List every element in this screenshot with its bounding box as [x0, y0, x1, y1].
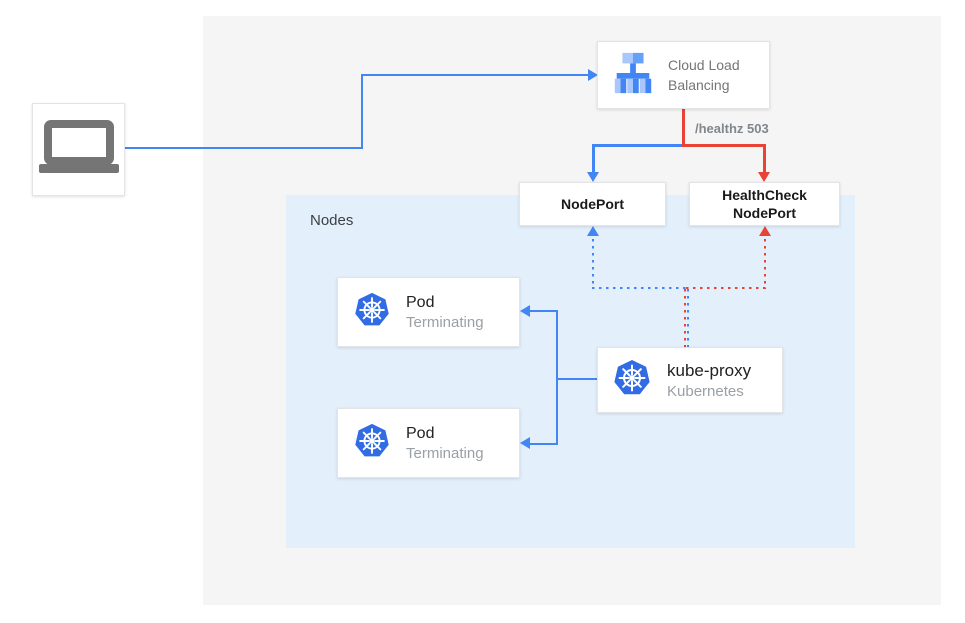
pod-status: Terminating [406, 444, 484, 462]
kubeproxy-to-pod2-arrowhead [520, 437, 530, 449]
clb-label-line1: Cloud Load [668, 57, 740, 73]
clb-to-healthcheck-arrowhead [758, 172, 770, 182]
kubeproxy-to-pod1-arrowhead [520, 305, 530, 317]
kube-proxy-node: kube-proxy Kubernetes [597, 347, 783, 413]
load-balancer-icon [610, 51, 656, 100]
cloud-load-balancing-node: Cloud Load Balancing [597, 41, 770, 109]
client-to-clb-arrowhead [588, 69, 598, 81]
kubernetes-icon [353, 422, 391, 465]
clb-to-nodeport-arrowhead [587, 172, 599, 182]
kube-proxy-title: kube-proxy [667, 360, 752, 380]
healthcheck-nodeport-label-line2: NodePort [733, 205, 796, 221]
healthcheck-nodeport-label-line1: HealthCheck [722, 187, 807, 203]
healthz-status-label: /healthz 503 [695, 121, 769, 136]
pod-1-node: Pod Terminating [337, 277, 520, 347]
nodeport-node: NodePort [519, 182, 666, 226]
client-node [32, 103, 125, 196]
kube-proxy-subtitle: Kubernetes [667, 382, 744, 400]
clb-label-line2: Balancing [668, 77, 730, 93]
pod-title: Pod [406, 293, 435, 311]
kubeproxy-to-nodeport-arrowhead [587, 226, 599, 236]
laptop-icon [38, 120, 119, 179]
healthcheck-nodeport-node: HealthCheck NodePort [689, 182, 840, 226]
kubernetes-icon [612, 358, 652, 403]
nodeport-label: NodePort [561, 196, 624, 212]
pod-title: Pod [406, 424, 435, 442]
kubeproxy-to-healthcheck-arrowhead [759, 226, 771, 236]
pod-status: Terminating [406, 313, 484, 331]
kubernetes-icon [353, 291, 391, 334]
pod-2-node: Pod Terminating [337, 408, 520, 478]
nodes-group-label: Nodes [310, 212, 354, 229]
